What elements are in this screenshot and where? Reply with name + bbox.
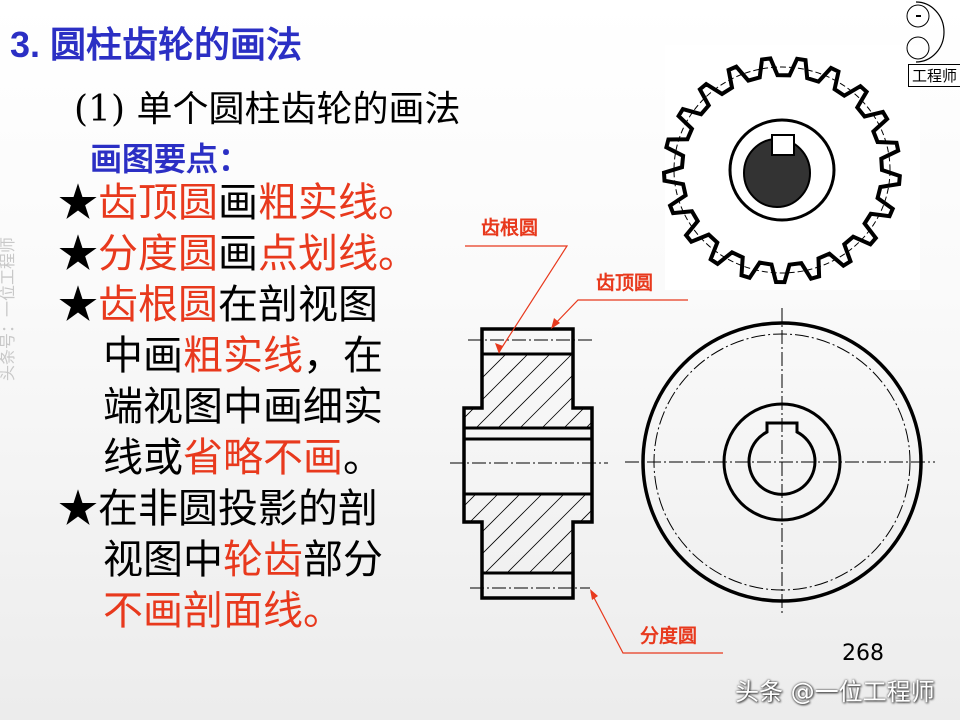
gear-keyway xyxy=(771,134,795,156)
star-icon: ★ xyxy=(58,282,98,328)
highlight-text: 点划线。 xyxy=(258,231,418,277)
body-text: 端视图中画细实 xyxy=(103,384,383,430)
watermark: 头条 @一位工程师 xyxy=(735,678,935,706)
body-text: 中画 xyxy=(103,333,183,379)
root-circle-leader xyxy=(465,245,569,353)
hatch-line xyxy=(464,494,592,572)
key-point-line: ★分度圆画点划线。 xyxy=(58,229,418,280)
logo-icon xyxy=(906,1,945,63)
highlight-text: 省略不画 xyxy=(183,435,343,481)
section-hatching xyxy=(464,320,960,620)
pitch-circle xyxy=(653,333,911,591)
key-point-line: 视图中轮齿部分 xyxy=(58,535,418,586)
hatch-line xyxy=(569,355,592,428)
star-icon: ★ xyxy=(58,180,98,226)
hatch-line xyxy=(481,355,592,428)
key-point-line: 不画剖面线。 xyxy=(58,586,418,637)
hatch-line xyxy=(464,355,592,428)
hatch-line xyxy=(464,494,592,572)
hatch-line xyxy=(591,355,592,428)
highlight-text: 不画剖面线。 xyxy=(103,588,343,634)
hatch-line xyxy=(464,355,592,428)
label-tip-circle: 齿顶圆 xyxy=(596,272,654,294)
hatch-line xyxy=(481,494,592,572)
hatch-line xyxy=(464,494,592,572)
page-number: 268 xyxy=(842,641,884,666)
body-text: 。 xyxy=(343,435,383,481)
body-text: 在剖视图 xyxy=(218,282,378,328)
section-outline xyxy=(462,327,594,600)
label-root-circle: 齿根圆 xyxy=(481,217,539,239)
body-text: 视图中 xyxy=(103,537,223,583)
keyway-bore xyxy=(747,421,817,496)
tip-circle-leader xyxy=(552,299,688,327)
hatch-line xyxy=(614,320,914,620)
hatch-line xyxy=(464,355,592,428)
highlight-text: 轮齿 xyxy=(223,537,303,583)
key-point-line: 端视图中画细实 xyxy=(58,382,418,433)
hatch-line xyxy=(464,355,592,428)
body-text: 画 xyxy=(218,180,258,226)
hatch-line xyxy=(464,355,585,428)
gear-illustration xyxy=(661,45,920,290)
hatch-line xyxy=(503,494,592,572)
arrow-icon xyxy=(495,343,503,354)
points-heading: 画图要点： xyxy=(90,140,251,178)
hatch-line xyxy=(464,494,592,572)
hatch-line xyxy=(464,355,592,428)
subtitle: (1) 单个圆柱齿轮的画法 xyxy=(74,89,461,130)
hatch-line xyxy=(525,494,592,572)
gear-drawing xyxy=(661,56,902,285)
highlight-text: 齿顶圆 xyxy=(98,180,218,226)
arrow-icon xyxy=(551,318,560,329)
gear-pitch-circle xyxy=(673,66,891,274)
hatch-line xyxy=(525,355,592,428)
tip-circle xyxy=(641,321,923,603)
body-text: 线或 xyxy=(103,435,183,481)
hatch-line xyxy=(464,494,592,572)
hatch-line xyxy=(464,355,541,428)
hatch-line xyxy=(464,494,592,572)
body-text: 在非圆投影的剖 xyxy=(98,486,378,532)
hatch-line xyxy=(464,494,592,572)
hatch-line xyxy=(614,320,914,620)
star-icon: ★ xyxy=(58,486,98,532)
body-text: 画 xyxy=(218,231,258,277)
page-title: 3. 圆柱齿轮的画法 xyxy=(10,24,303,65)
body-text: ，在 xyxy=(303,333,383,379)
key-point-line: ★齿根圆在剖视图 xyxy=(58,280,418,331)
label-pitch-circle: 分度圆 xyxy=(640,625,698,647)
key-point-line: 中画粗实线，在 xyxy=(58,331,418,382)
body-text: 部分 xyxy=(303,537,383,583)
hatch-line xyxy=(591,494,592,572)
pitch-circle-leader xyxy=(590,591,723,654)
highlight-text: 齿根圆 xyxy=(98,282,218,328)
hub-circle xyxy=(722,402,842,522)
key-point-line: ★在非圆投影的剖 xyxy=(58,484,418,535)
hatch-line xyxy=(464,355,592,428)
hatch-line xyxy=(464,355,592,428)
logo-text: 工程师 xyxy=(908,64,960,87)
hatch-line xyxy=(680,320,960,620)
key-point-line: 线或省略不画。 xyxy=(58,433,418,484)
arrow-icon xyxy=(590,589,598,600)
highlight-text: 粗实线 xyxy=(183,333,303,379)
hatch-line xyxy=(503,355,592,428)
key-points-list: ★齿顶圆画粗实线。★分度圆画点划线。★齿根圆在剖视图中画粗实线，在端视图中画细实… xyxy=(58,178,418,637)
highlight-text: 分度圆 xyxy=(98,231,218,277)
key-point-line: ★齿顶圆画粗实线。 xyxy=(58,178,418,229)
hatch-line xyxy=(464,355,563,428)
hatch-line xyxy=(680,320,960,620)
star-icon: ★ xyxy=(58,231,98,277)
hatch-line xyxy=(569,494,592,572)
highlight-text: 粗实线。 xyxy=(258,180,418,226)
gear-hub xyxy=(728,118,836,222)
